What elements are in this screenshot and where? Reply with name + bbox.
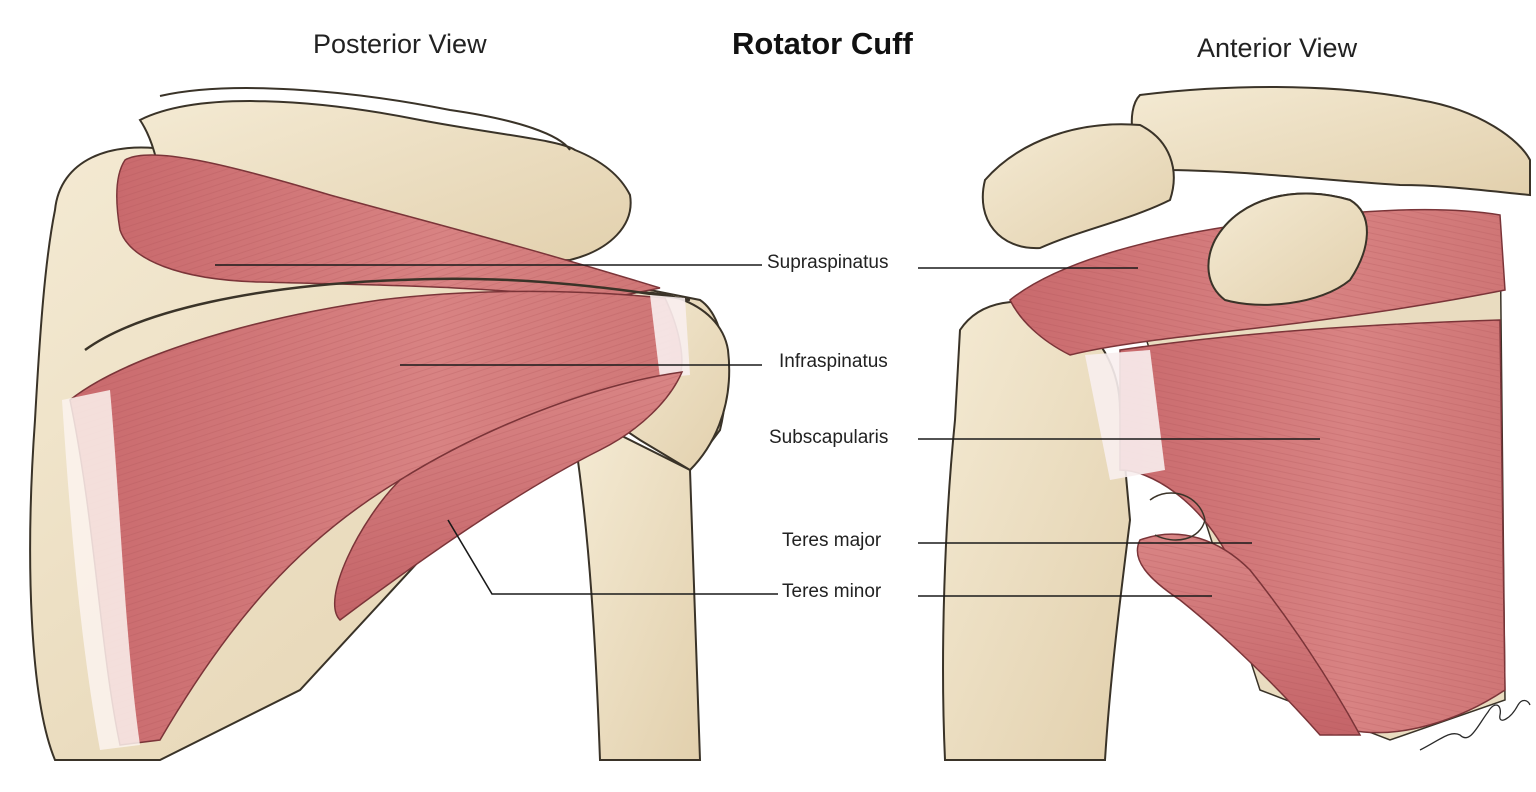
artist-signature	[1419, 699, 1531, 751]
label-supraspinatus: Supraspinatus	[767, 252, 889, 273]
anterior-acromion-bone	[981, 123, 1175, 250]
label-teres-major: Teres major	[782, 530, 882, 551]
anterior-clavicle-bone	[1130, 85, 1531, 197]
anterior-view-title: Anterior View	[1197, 33, 1358, 63]
posterior-view-title: Posterior View	[313, 29, 487, 59]
label-infraspinatus: Infraspinatus	[779, 351, 888, 372]
figure-title: Rotator Cuff	[732, 26, 913, 61]
posterior-view-art	[29, 87, 731, 761]
posterior-humerus-bone	[573, 428, 702, 761]
teres-minor-leader-left	[447, 519, 778, 595]
label-subscapularis: Subscapularis	[769, 427, 889, 448]
label-teres-minor: Teres minor	[782, 581, 882, 602]
anterior-view-art	[942, 85, 1531, 761]
leader-lines	[215, 264, 1320, 597]
